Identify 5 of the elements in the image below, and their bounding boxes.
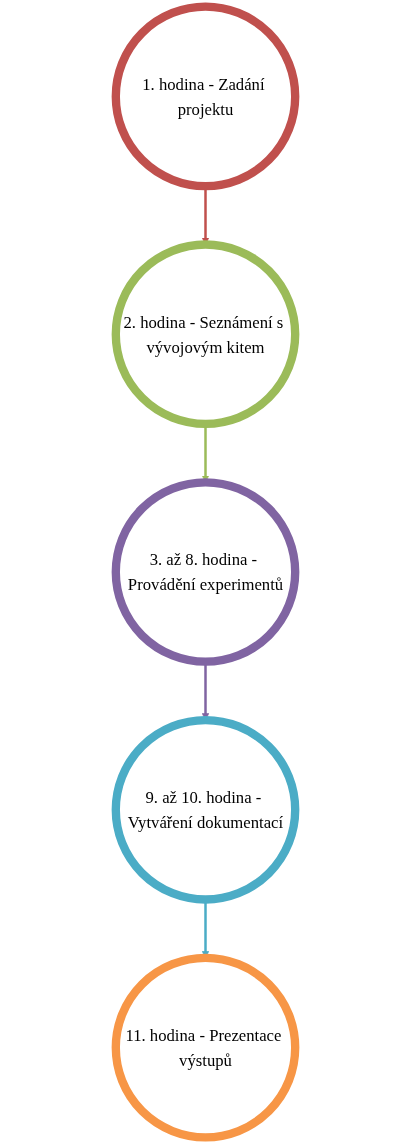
node-circle: 9. až 10. hodina - Vytváření dokumentací xyxy=(111,715,300,904)
node-circle: 11. hodina - Prezentace výstupů xyxy=(111,953,300,1142)
node-circle: 1. hodina - Zadání projektu xyxy=(111,2,300,191)
node-circle: 2. hodina - Seznámení s vývojovým kitem xyxy=(111,240,300,429)
node-circle: 3. až 8. hodina - Provádění experimentů xyxy=(111,478,300,666)
